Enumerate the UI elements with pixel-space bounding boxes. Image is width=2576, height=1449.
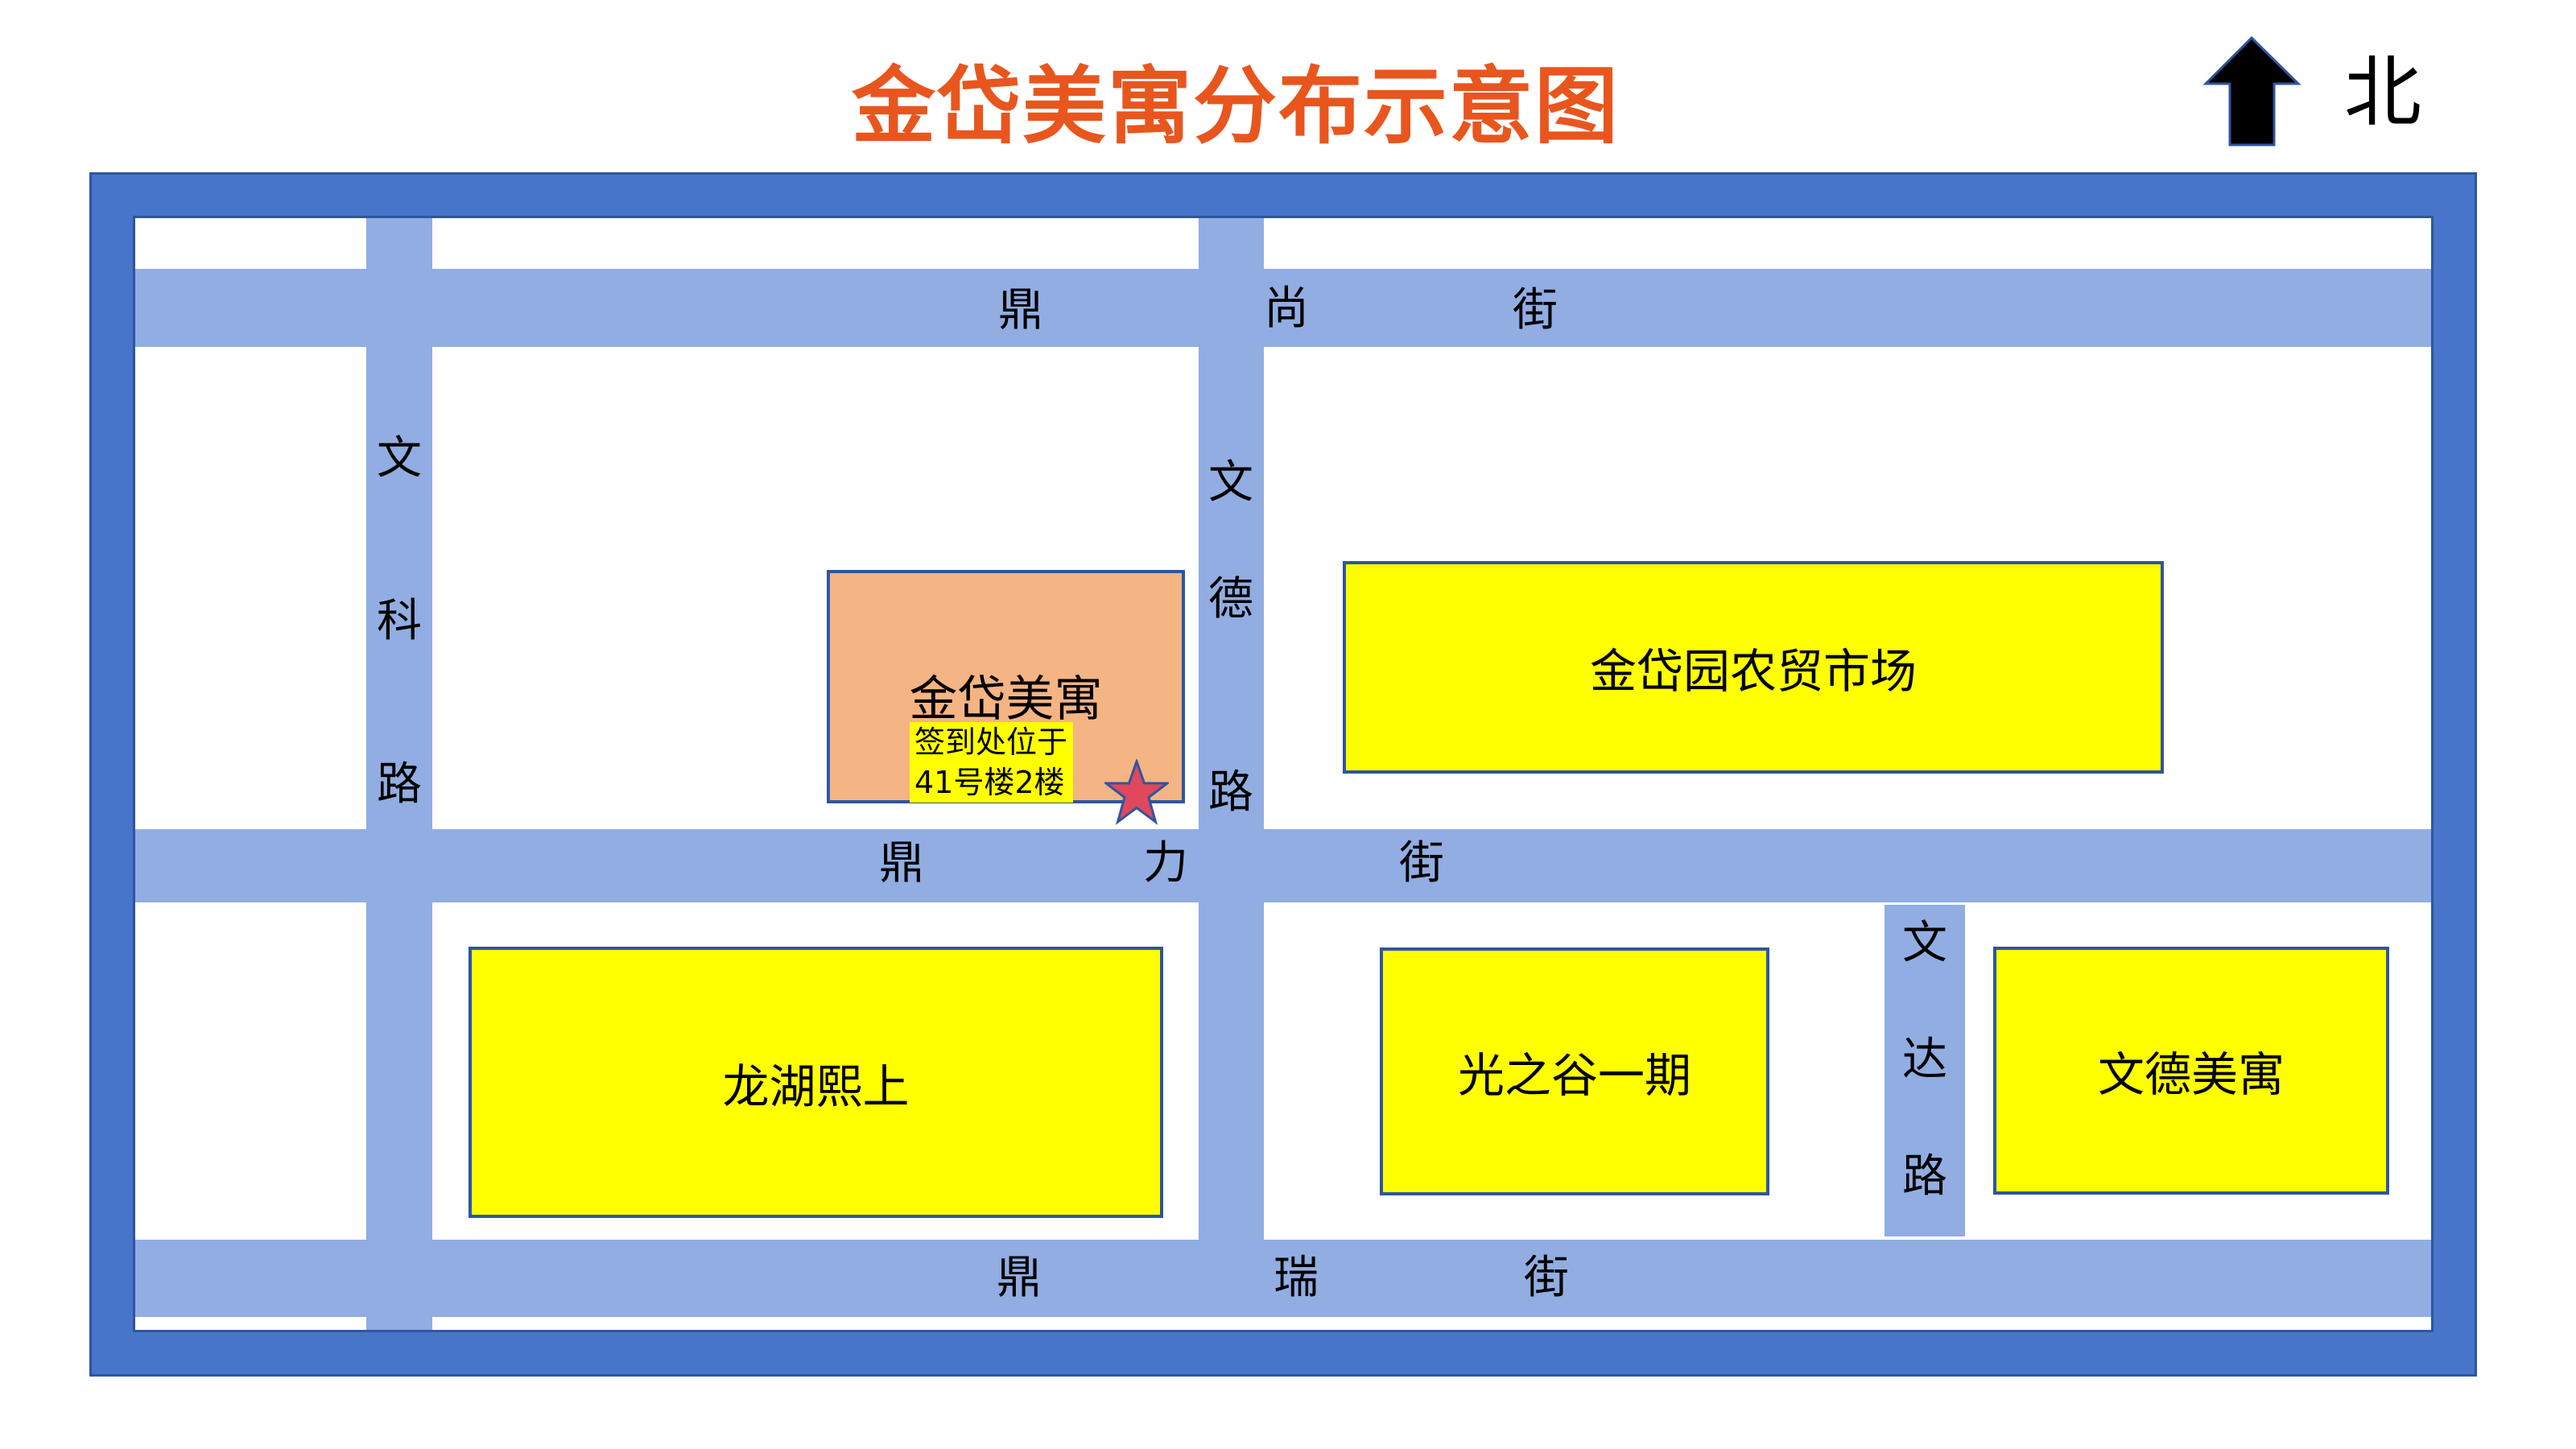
block-jindai-meiyu[interactable]: 金岱美寓: [827, 570, 1185, 803]
road-label-wenke-2: 科: [377, 595, 422, 647]
block-wende-meiyu[interactable]: 文德美寓: [1993, 947, 2389, 1195]
road-label-wenke-1: 文: [377, 432, 422, 485]
block-market[interactable]: 金岱园农贸市场: [1343, 561, 2164, 774]
block-longhu[interactable]: 龙湖熙上: [469, 947, 1163, 1218]
road-label-dingrui-1: 鼎: [997, 1252, 1042, 1304]
block-guangzhigu[interactable]: 光之谷一期: [1380, 947, 1769, 1195]
road-label-wende-3: 路: [1208, 766, 1253, 819]
road-dingli: [135, 829, 2431, 902]
block-wende-meiyu-label: 文德美寓: [2097, 1047, 2285, 1102]
block-longhu-label: 龙湖熙上: [722, 1059, 910, 1114]
road-dingshang: [135, 269, 2431, 347]
road-label-dingshang-2: 尚: [1264, 283, 1309, 335]
road-dingrui: [135, 1240, 2431, 1317]
block-market-label: 金岱园农贸市场: [1589, 644, 1917, 699]
road-label-wende-2: 德: [1208, 573, 1253, 625]
road-label-dingli-3: 街: [1399, 837, 1444, 890]
road-label-dingshang-3: 街: [1513, 284, 1558, 336]
star-icon[interactable]: [1104, 759, 1169, 825]
road-label-dingshang-1: 鼎: [998, 284, 1043, 336]
road-label-wenda-1: 文: [1902, 917, 1947, 969]
road-wenke: [366, 218, 432, 1330]
checkin-note-line2: 41号楼2楼: [910, 762, 1068, 803]
road-label-dingli-2: 力: [1143, 837, 1188, 890]
road-label-wende-1: 文: [1208, 456, 1253, 509]
road-label-dingrui-2: 瑞: [1274, 1252, 1319, 1304]
road-label-dingrui-3: 街: [1524, 1252, 1569, 1304]
road-label-dingli-1: 鼎: [879, 837, 924, 890]
north-arrow-icon: [2202, 35, 2301, 147]
road-label-wenda-2: 达: [1902, 1034, 1947, 1086]
map-title: 金岱美寓分布示意图: [851, 57, 1620, 155]
checkin-location-note: 签到处位于 41号楼2楼: [910, 722, 1073, 803]
road-wenda: [1885, 905, 1965, 1236]
checkin-note-line1: 签到处位于: [914, 724, 1068, 760]
road-label-wenda-3: 路: [1902, 1150, 1947, 1203]
road-label-wenke-3: 路: [377, 758, 422, 811]
block-jindai-meiyu-label: 金岱美寓: [909, 671, 1103, 728]
north-label: 北: [2344, 47, 2421, 138]
block-guangzhigu-label: 光之谷一期: [1457, 1048, 1691, 1103]
road-wende: [1199, 218, 1264, 1317]
